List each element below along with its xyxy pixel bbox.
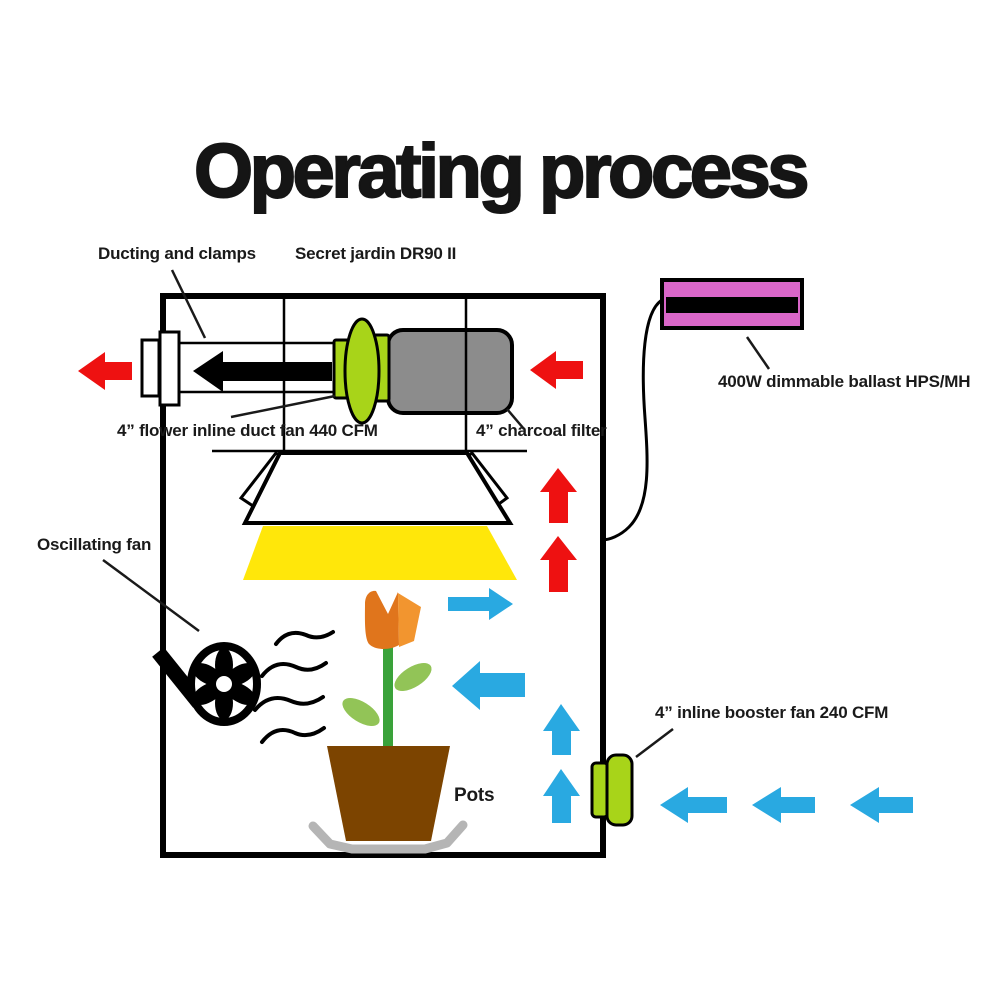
leader-booster-fan [635, 728, 674, 758]
duct-airflow-arrow-left [193, 351, 332, 392]
red-arrow-left-inside [530, 351, 583, 389]
fan-blade [192, 681, 223, 706]
leader-duct-fan [230, 394, 336, 419]
blue-arrow-intake-1 [660, 787, 727, 823]
red-arrow-left-outside [78, 352, 132, 390]
tulip-plant [342, 590, 432, 750]
booster-fan-body [605, 753, 634, 827]
inline-duct-fan [332, 317, 391, 425]
red-arrow-up-2 [540, 536, 577, 592]
page-title: Operating process [193, 128, 811, 215]
blue-arrow-right [448, 588, 513, 620]
tent-outline [160, 293, 606, 858]
fan-blade [225, 662, 256, 687]
fan-blade [225, 681, 256, 706]
fan-blade [192, 662, 223, 687]
label-ducting-clamps: Ducting and clamps [98, 244, 256, 263]
label-duct-fan: 4” flower inline duct fan 440 CFM [117, 421, 378, 440]
blue-arrow-up-1 [543, 704, 580, 755]
blue-arrow-up-2 [543, 769, 580, 823]
wave-line-4 [260, 726, 326, 744]
ballast-stripe [666, 297, 798, 313]
label-ballast: 400W dimmable ballast HPS/MH [718, 372, 971, 391]
plant-leaf-left [342, 698, 380, 726]
label-pots: Pots [454, 785, 495, 806]
label-booster-fan: 4” inline booster fan 240 CFM [655, 703, 889, 722]
inline-booster-fan [590, 753, 634, 827]
wave-line-1 [274, 630, 335, 646]
leader-ballast [745, 336, 771, 370]
ballast-power-cord [601, 298, 663, 542]
wave-line-3 [253, 695, 325, 712]
plant-stem [383, 635, 393, 750]
red-arrow-up-1 [540, 468, 577, 523]
duct-fan-body [343, 317, 381, 425]
charcoal-filter [386, 328, 514, 415]
grow-light-beam [243, 526, 517, 580]
intake-airflow-arrows [448, 588, 913, 823]
label-leader-lines [102, 269, 771, 758]
leader-oscillating-fan [102, 558, 200, 633]
pot-saucer [308, 820, 468, 854]
exhaust-airflow-arrows [78, 351, 583, 592]
blue-arrow-intake-2 [752, 787, 815, 823]
reflector-hood [238, 450, 514, 525]
ballast-unit [660, 278, 804, 330]
fan-blades [192, 648, 256, 720]
fan-hub [216, 676, 232, 692]
leader-ducting-clamps [170, 269, 207, 339]
airflow-wave-lines [253, 630, 335, 744]
blue-arrow-intake-3 [850, 787, 913, 823]
plant-pot [327, 746, 450, 841]
label-oscillating-fan: Oscillating fan [37, 535, 152, 554]
leader-charcoal-filter [506, 408, 525, 430]
duct-port-inner-flange [158, 330, 181, 407]
label-charcoal-filter: 4” charcoal filter [476, 421, 607, 440]
duct-port-outer-flange [140, 338, 161, 398]
blue-arrow-left-inside [452, 661, 525, 710]
label-tent-model: Secret jardin DR90 II [295, 244, 457, 263]
tulip-petal-main [364, 590, 399, 649]
tulip-petal-right [398, 593, 421, 647]
oscillating-fan [152, 642, 261, 726]
plant-leaf-right [394, 663, 432, 691]
wave-line-2 [260, 661, 328, 678]
reflector-shade [241, 451, 514, 525]
